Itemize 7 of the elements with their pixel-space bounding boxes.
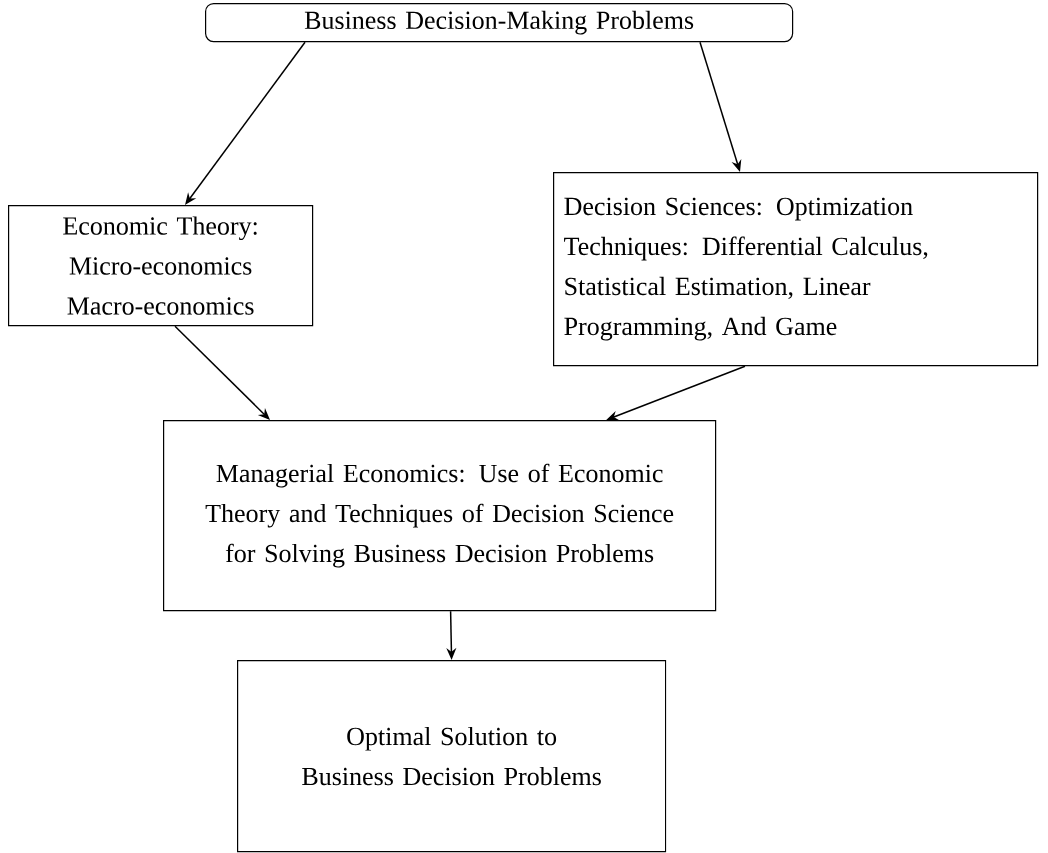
- process-box: Decision Sciences: Optimization Techniques: Differential Calculus, Statistical Estimation, Linear Programming, And Game: [553, 172, 1039, 367]
- rounded-box: Business Decision-Making Problems: [205, 3, 794, 43]
- arrow: [185, 41, 306, 205]
- arrow: [174, 325, 270, 420]
- process-box: Economic Theory: Micro-economics Macro-economics: [8, 205, 314, 327]
- process-box: Managerial Economics: Use of Economic Theory and Techniques of Decision Science for Solving Business Decision Problems: [163, 420, 717, 612]
- process-box: Optimal Solution to Business Decision Problems: [237, 660, 667, 853]
